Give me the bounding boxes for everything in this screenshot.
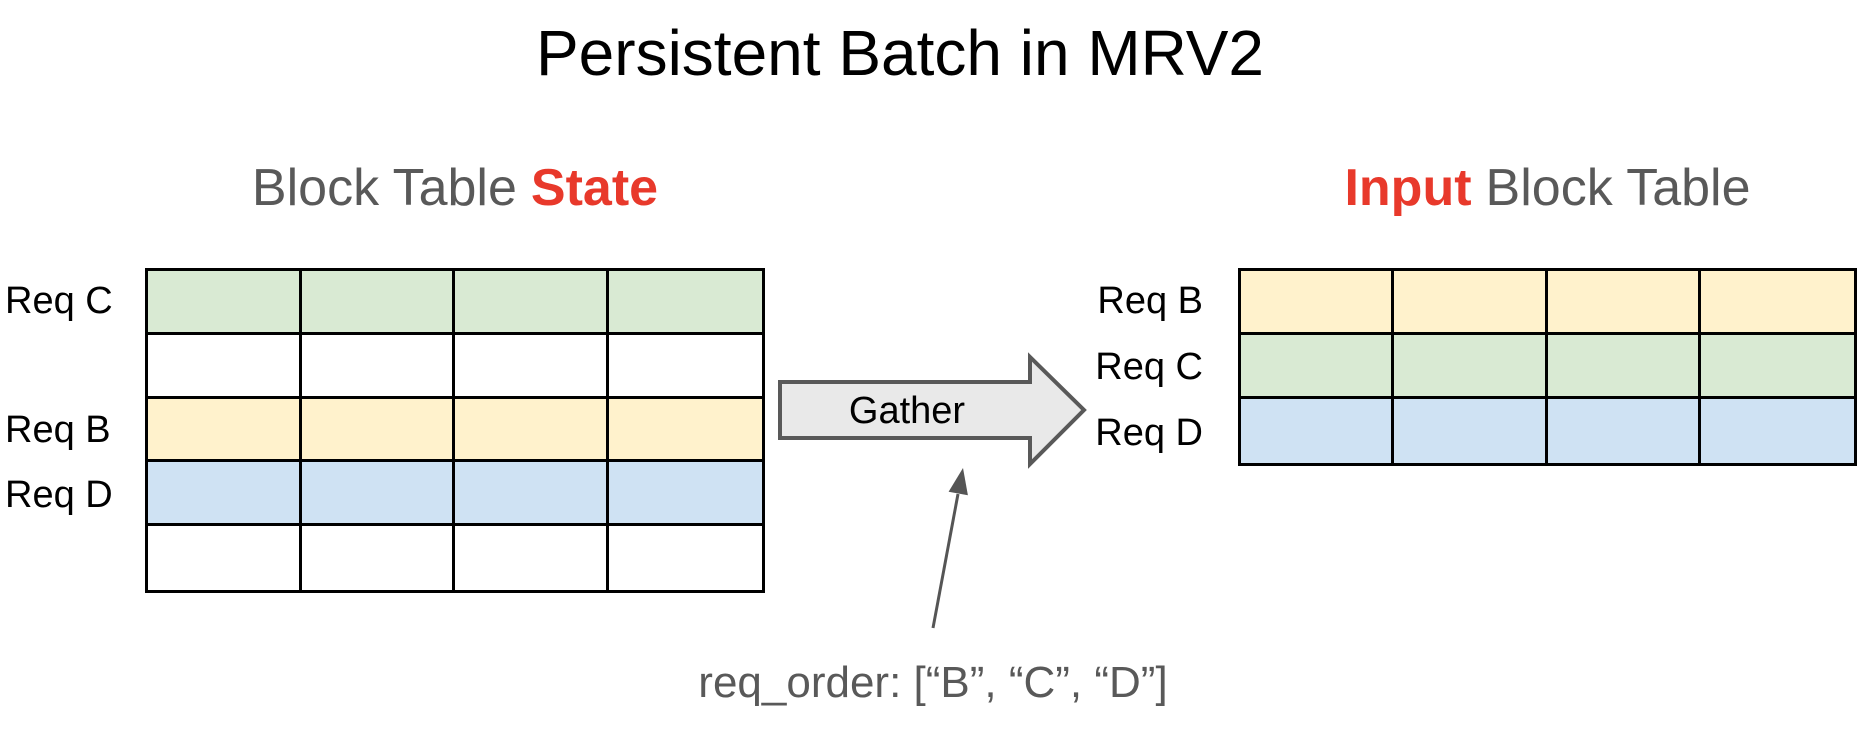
table-cell (148, 526, 302, 590)
row-label-req-c-input: Req C (1095, 346, 1203, 388)
table-cell (1700, 399, 1854, 463)
table-cell (1700, 271, 1854, 335)
left-heading-accent: State (530, 159, 659, 217)
req-order-text: req_order: [“B”, “C”, “D”] (698, 658, 1168, 707)
table-cell (1241, 335, 1395, 399)
page-title: Persistent Batch in MRV2 (535, 17, 1265, 89)
left-table-heading: Block Table State (145, 158, 765, 218)
right-heading-suffix: Block Table (1485, 159, 1751, 217)
table-cell (148, 398, 302, 463)
table-cell (455, 398, 609, 463)
req-order-pointer-arrow (931, 468, 968, 629)
table-cell (455, 334, 609, 399)
table-cell (455, 271, 609, 335)
table-cell (1241, 399, 1395, 463)
table-cell (301, 271, 455, 335)
row-label-req-b: Req B (5, 409, 111, 451)
gather-arrow-shape (778, 352, 1087, 469)
table-cell (301, 526, 455, 590)
row-label-req-d-input: Req D (1095, 412, 1203, 454)
table-cell (1394, 271, 1548, 335)
row-label-req-c: Req C (5, 280, 113, 322)
table-cell (608, 398, 762, 463)
table-cell (148, 271, 302, 335)
table-cell (1547, 271, 1701, 335)
table-cell (148, 462, 302, 527)
table-cell (301, 334, 455, 399)
right-heading-accent: Input (1344, 159, 1472, 217)
table-cell (301, 398, 455, 463)
gather-arrow: Gather (778, 352, 1087, 469)
table-cell (1547, 335, 1701, 399)
table-cell (1394, 399, 1548, 463)
block-table-state (145, 268, 765, 593)
table-cell (148, 334, 302, 399)
table-cell (1394, 335, 1548, 399)
row-label-req-d: Req D (5, 474, 113, 516)
table-cell (608, 526, 762, 590)
left-heading-prefix: Block Table (251, 159, 517, 217)
gather-arrow-label: Gather (849, 390, 966, 432)
table-cell (1241, 271, 1395, 335)
table-cell (608, 462, 762, 527)
table-cell (301, 462, 455, 527)
row-label-req-b-input: Req B (1097, 280, 1203, 322)
table-cell (608, 334, 762, 399)
table-cell (455, 526, 609, 590)
input-block-table (1238, 268, 1857, 466)
table-cell (608, 271, 762, 335)
table-cell (1700, 335, 1854, 399)
table-cell (455, 462, 609, 527)
table-cell (1547, 399, 1701, 463)
right-table-heading: Input Block Table (1238, 158, 1857, 218)
